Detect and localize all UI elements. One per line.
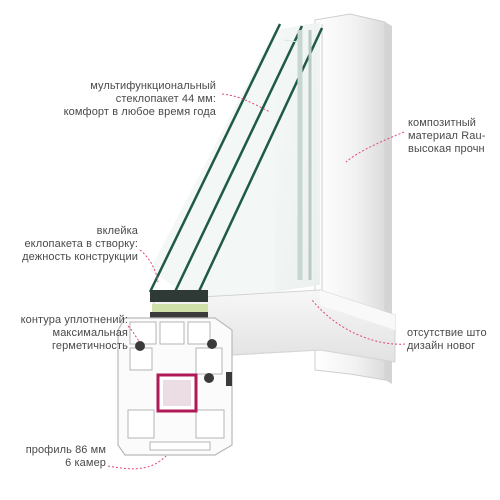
glass-panes — [148, 22, 324, 303]
gasket-3 — [204, 373, 214, 383]
leader-material — [345, 131, 405, 163]
outer-frame-vertical — [314, 13, 392, 384]
callout-no-glazing-bead: отсутствие што дизайн новог — [407, 327, 487, 352]
glass-pane-1 — [148, 23, 282, 293]
profile-cross-section — [117, 317, 233, 456]
leader-glazing — [221, 93, 271, 113]
gasket-2 — [207, 339, 217, 349]
glazing-bead-spacers — [150, 290, 208, 318]
callout-composite-material: композитный материал Rau- высокая прочн — [408, 117, 486, 155]
callout-glass-gluing: вклейка еклопакета в створку: дежность к… — [22, 225, 138, 263]
callout-seal-contours: контура уплотнений: максимальная гермети… — [20, 314, 128, 352]
leader-profile — [107, 455, 167, 470]
leader-seals — [127, 325, 141, 343]
leader-lines — [107, 93, 406, 470]
leader-no-bead — [311, 299, 406, 345]
callout-glazing: мультифункциональный стеклопакет 44 мм: … — [63, 80, 216, 118]
callout-profile: профиль 86 мм 6 камер — [25, 444, 106, 469]
glass-pane-2 — [170, 25, 304, 299]
gasket-1 — [135, 341, 145, 351]
reinforcement-chamber — [156, 373, 198, 413]
